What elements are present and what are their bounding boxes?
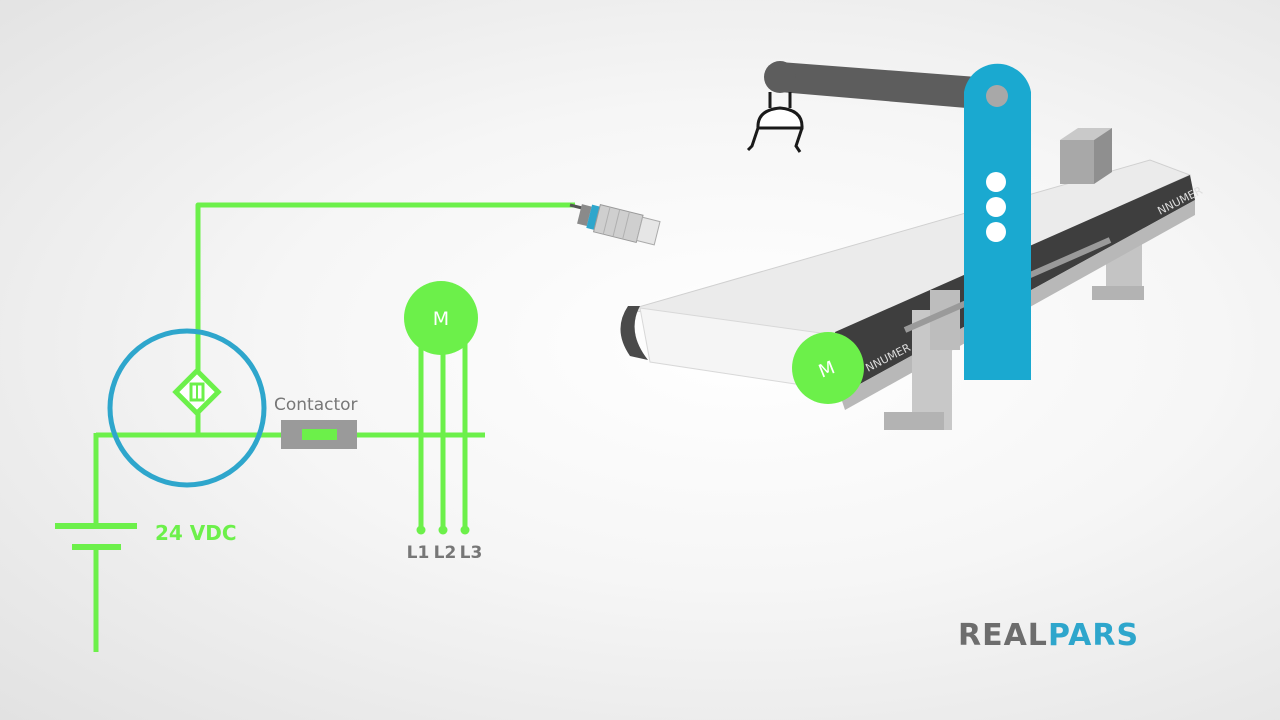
proximity-sensor-icon bbox=[577, 204, 661, 246]
sensor-cable bbox=[569, 203, 583, 210]
svg-text:REALPARS: REALPARS bbox=[958, 618, 1139, 653]
battery-symbol bbox=[55, 523, 137, 652]
wiring-diagram: 24 VDC Contactor M L1 L2 L3 bbox=[55, 202, 583, 652]
phase-label-l3: L3 bbox=[460, 543, 483, 563]
arm-joint bbox=[764, 61, 796, 93]
phase-label-l1: L1 bbox=[407, 543, 430, 563]
sensor-highlight-circle bbox=[107, 328, 267, 488]
indicator-light-3 bbox=[986, 222, 1006, 242]
conveyor-belt: NNUMER NNUMER M bbox=[620, 128, 1205, 430]
supply-voltage-label: 24 VDC bbox=[155, 521, 237, 545]
indicator-light-1 bbox=[986, 172, 1006, 192]
logo-part-pars: PARS bbox=[1048, 618, 1139, 653]
conveyor-motor bbox=[792, 332, 864, 404]
column-pivot bbox=[986, 85, 1008, 107]
motor-symbol: M bbox=[404, 281, 478, 535]
sensor-diamond-icon bbox=[172, 367, 222, 417]
package-box-icon bbox=[1060, 128, 1112, 184]
phase-label-l2: L2 bbox=[434, 543, 457, 563]
robot-column bbox=[964, 63, 1031, 381]
realpars-logo: REALPARS bbox=[958, 618, 1139, 653]
gripper-icon bbox=[746, 92, 804, 153]
motor-label: M bbox=[433, 308, 449, 330]
robot-arm bbox=[746, 61, 1031, 381]
conveyor-motor-label: M bbox=[816, 357, 838, 382]
contactor-label: Contactor bbox=[274, 395, 358, 415]
contactor-symbol bbox=[281, 420, 357, 449]
logo-part-real: REAL bbox=[958, 618, 1048, 653]
indicator-light-2 bbox=[986, 197, 1006, 217]
